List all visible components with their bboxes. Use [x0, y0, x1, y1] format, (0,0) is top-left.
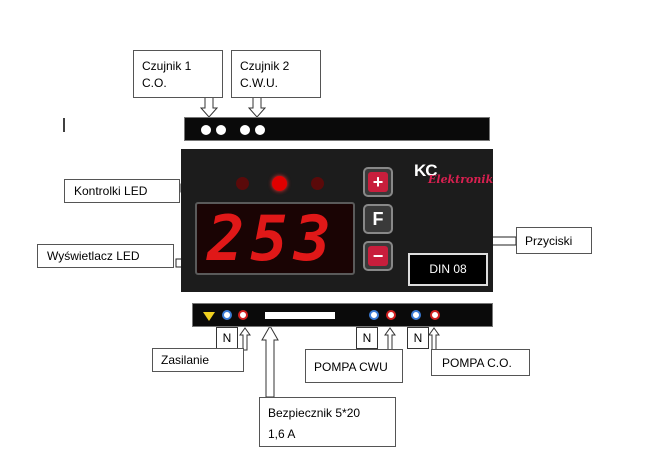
terminal-neutral: [411, 310, 421, 320]
plus-button[interactable]: +: [363, 167, 393, 197]
sensor1-callout: Czujnik 1 C.O.: [133, 50, 223, 98]
led-indicator-off: [311, 177, 324, 190]
sensor-terminal: [216, 125, 226, 135]
sensor-terminal: [255, 125, 265, 135]
model-label: DIN 08: [429, 262, 467, 276]
power-callout: Zasilanie: [152, 348, 244, 372]
fuse-slot: [265, 312, 335, 319]
power-label: Zasilanie: [161, 353, 210, 367]
model-plate: DIN 08: [408, 253, 488, 286]
brand-logo-kc: KC: [414, 161, 438, 180]
led-indicator-off: [236, 177, 249, 190]
led-display-value: 253: [207, 202, 337, 275]
minus-icon: −: [368, 246, 388, 266]
fuse-rating: 1,6 A: [268, 427, 296, 441]
top-terminal-strip: [184, 117, 490, 141]
warning-icon: [203, 312, 215, 321]
led-display-callout: Wyświetlacz LED: [37, 244, 174, 268]
neutral-label-pump-co: N: [407, 327, 429, 349]
led-display: 253: [195, 202, 355, 275]
function-button[interactable]: F: [363, 204, 393, 234]
led-indicator-on: [272, 176, 287, 191]
led-indicators-callout: Kontrolki LED: [64, 179, 180, 203]
pump-cwu-label: POMPA CWU: [314, 360, 388, 374]
sensor2-label: Czujnik 2: [240, 59, 290, 73]
sensor1-sublabel: C.O.: [142, 76, 167, 90]
function-button-label: F: [372, 209, 384, 229]
sensor2-sublabel: C.W.U.: [240, 76, 278, 90]
controller-body: 253 + F − KC Elektronik DIN 08: [181, 149, 493, 292]
sensor1-label: Czujnik 1: [142, 59, 192, 73]
sensor-terminal: [240, 125, 250, 135]
led-display-label: Wyświetlacz LED: [47, 249, 140, 263]
neutral-label-power: N: [216, 327, 238, 349]
led-indicators-label: Kontrolki LED: [74, 184, 148, 198]
plus-icon: +: [368, 172, 388, 192]
brand-logo: KC Elektronik: [411, 159, 494, 189]
terminal-live: [386, 310, 396, 320]
pump-cwu-callout: POMPA CWU: [305, 349, 403, 383]
neutral-label-pump-cwu: N: [356, 327, 378, 349]
brand-logo-name: Elektronik: [428, 173, 494, 186]
fuse-label: Bezpiecznik 5*20: [268, 406, 361, 420]
bottom-terminal-strip: [192, 303, 493, 327]
minus-button[interactable]: −: [363, 241, 393, 271]
terminal-neutral: [222, 310, 232, 320]
terminal-live: [430, 310, 440, 320]
fuse-callout: Bezpiecznik 5*20 1,6 A: [259, 397, 396, 447]
sensor2-callout: Czujnik 2 C.W.U.: [231, 50, 321, 98]
buttons-label: Przyciski: [525, 234, 573, 248]
terminal-live: [238, 310, 248, 320]
buttons-callout: Przyciski: [516, 227, 592, 254]
sensor-terminal: [201, 125, 211, 135]
terminal-neutral: [369, 310, 379, 320]
pump-co-callout: POMPA C.O.: [431, 349, 530, 376]
pump-co-label: POMPA C.O.: [442, 356, 512, 370]
